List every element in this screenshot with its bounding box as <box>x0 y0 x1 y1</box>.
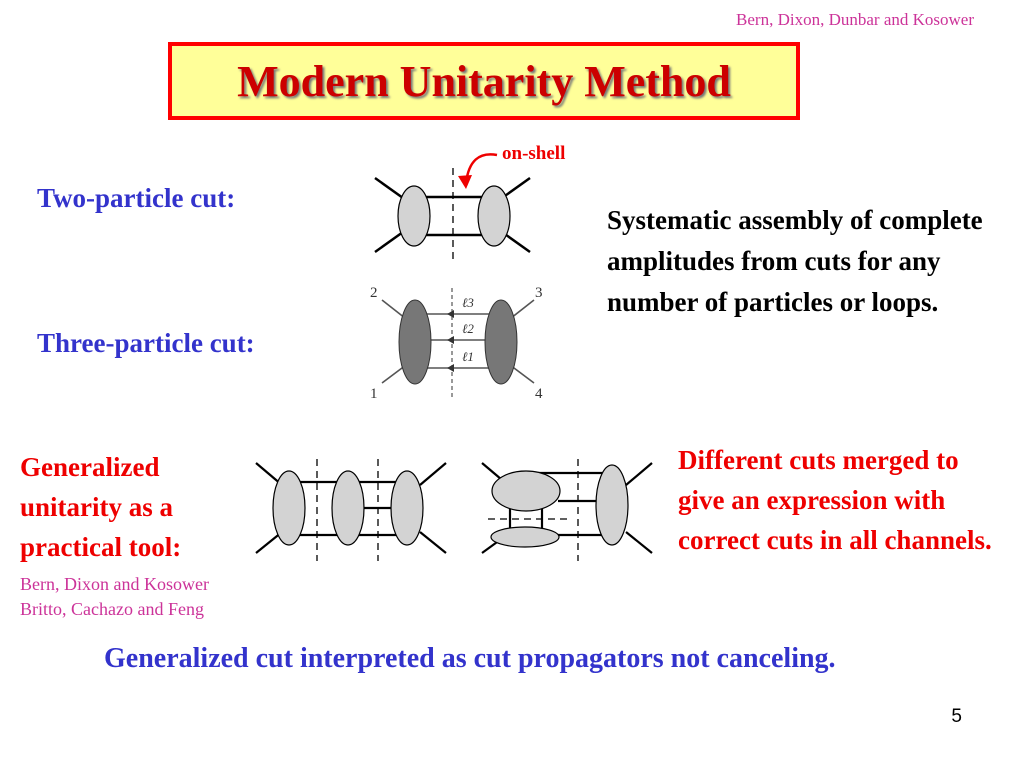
two-particle-cut-label: Two-particle cut: <box>37 183 236 213</box>
page-title: Modern Unitarity Method <box>237 56 731 106</box>
two-particle-cut-diagram <box>374 168 531 263</box>
header-authors: Bern, Dixon, Dunbar and Kosower <box>736 10 974 29</box>
generalized-cut-diagram-1 <box>255 459 447 561</box>
line-label-l3: ℓ3 <box>462 295 474 310</box>
different-cuts-main: Different cuts merged to give an express… <box>678 445 985 555</box>
line-label-l2: ℓ2 <box>462 321 474 336</box>
title-box: Modern Unitarity Method <box>168 42 800 120</box>
generalized-unitarity-text: Generalized unitarity as a practical too… <box>20 452 182 562</box>
leg-label-1: 1 <box>370 386 378 402</box>
different-cuts-text: Different cuts merged to give an express… <box>678 440 1008 560</box>
line-label-l1: ℓ1 <box>462 349 474 364</box>
three-particle-cut-diagram: 2 3 1 4 ℓ3 ℓ2 ℓ1 <box>370 285 543 402</box>
reference-1: Bern, Dixon and Kosower <box>20 574 209 594</box>
leg-label-4: 4 <box>535 386 543 402</box>
three-particle-cut-label: Three-particle cut: <box>37 328 255 358</box>
systematic-assembly-text: Systematic assembly of complete amplitud… <box>607 205 983 317</box>
leg-label-3: 3 <box>535 285 543 301</box>
different-cuts-period: . <box>984 525 992 555</box>
page-number: 5 <box>951 706 962 727</box>
on-shell-label: on-shell <box>502 143 566 164</box>
generalized-cut-diagram-2 <box>481 459 653 561</box>
leg-label-2: 2 <box>370 285 378 301</box>
references: Bern, Dixon and Kosower Britto, Cachazo … <box>20 572 209 622</box>
reference-2: Britto, Cachazo and Feng <box>20 599 204 619</box>
generalized-cut-statement: Generalized cut interpreted as cut propa… <box>104 643 836 674</box>
